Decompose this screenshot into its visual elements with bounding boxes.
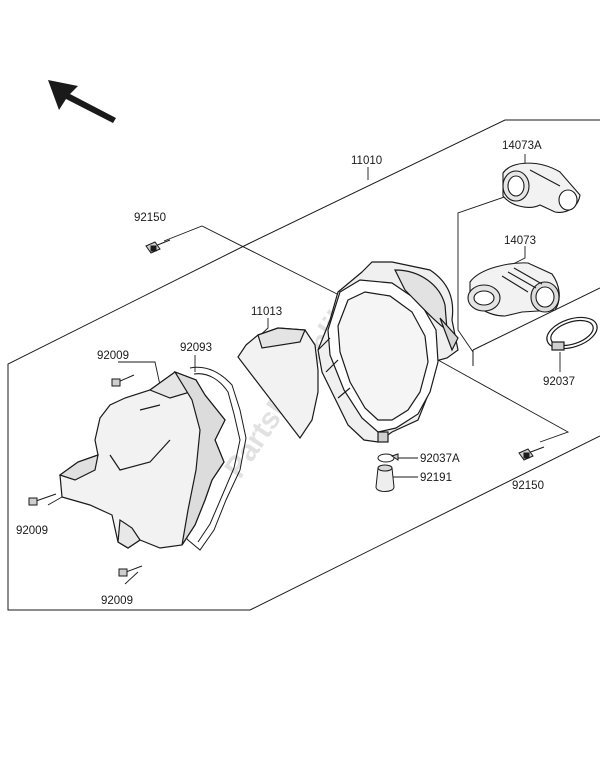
label-part-92150-top: 92150 <box>134 212 166 224</box>
assembly-frame <box>7 119 600 611</box>
case-11010 <box>317 261 459 443</box>
label-part-92009-top: 92009 <box>97 350 129 362</box>
label-part-92093: 92093 <box>180 342 212 354</box>
label-part-92009-left: 92009 <box>16 525 48 537</box>
label-part-92037a: 92037A <box>420 453 460 465</box>
duct-14073 <box>467 262 560 317</box>
screw-92009-top <box>111 374 135 387</box>
clamp-92037 <box>546 316 598 351</box>
label-part-11010: 11010 <box>351 155 382 167</box>
label-part-92191: 92191 <box>420 472 452 484</box>
bolt-92150-top <box>145 239 171 254</box>
filter-element-11013 <box>237 327 319 440</box>
screw-92009-bottom <box>118 565 143 577</box>
part-labels: 11010 14073A 14073 92150 11013 92093 920… <box>16 140 575 607</box>
arrow-up-left-icon <box>48 80 116 123</box>
screw-92009-left <box>28 493 57 506</box>
label-part-11013: 11013 <box>251 306 282 318</box>
label-part-92037: 92037 <box>543 376 575 388</box>
leader-lines <box>47 154 570 585</box>
label-part-92009-bottom: 92009 <box>101 595 133 607</box>
air-cleaner-cover <box>58 370 226 549</box>
bolt-92150-bottom <box>518 446 545 461</box>
label-part-14073: 14073 <box>504 235 536 247</box>
tube-92191 <box>375 464 395 492</box>
duct-14073a <box>502 162 581 213</box>
label-part-14073a: 14073A <box>502 140 542 152</box>
label-part-92150-bottom: 92150 <box>512 480 544 492</box>
clip-92037a <box>377 453 399 463</box>
gasket-92093 <box>171 366 247 551</box>
